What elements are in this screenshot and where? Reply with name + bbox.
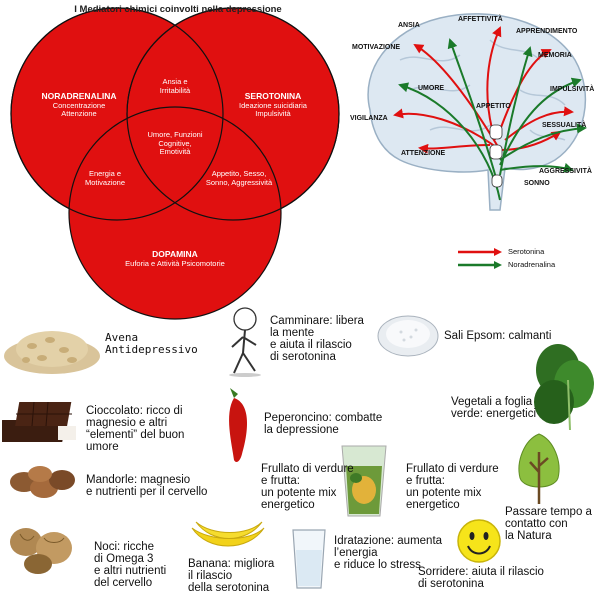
nor-sero-label: Ansia e Irritabilità bbox=[159, 77, 191, 95]
brain-illustration bbox=[367, 13, 587, 211]
chili-pepper-image bbox=[229, 388, 248, 462]
walnuts-image bbox=[10, 528, 72, 574]
banana-caption: Banana: migliora il rilascio della serot… bbox=[188, 558, 275, 594]
brain-label-motivazione: MOTIVAZIONE bbox=[352, 44, 401, 51]
brain-label-sonno: SONNO bbox=[524, 180, 550, 187]
brain-label-ansia: ANSIA bbox=[398, 22, 420, 29]
center-label: Umore, Funzioni Cognitive, Emotività bbox=[147, 130, 203, 157]
green-arrow-icon bbox=[458, 260, 502, 269]
brain-label-impulsivita: IMPULSIVITÀ bbox=[550, 86, 595, 93]
venn-title: I Mediatori chimici coinvolti nella depr… bbox=[74, 4, 282, 15]
legend-serotonina: Serotonina bbox=[458, 247, 544, 256]
brain-label-umore: UMORE bbox=[418, 85, 445, 92]
brain-label-attenzione: ATTENZIONE bbox=[401, 150, 446, 157]
dopamina-desc: Euforia e Attività Psicomotorie bbox=[125, 258, 225, 268]
venn-circles bbox=[10, 7, 340, 320]
oats-image bbox=[4, 331, 100, 374]
chocolate-image bbox=[2, 401, 76, 442]
tree-image bbox=[518, 433, 560, 504]
legend-noradrenalina: Noradrenalina bbox=[458, 260, 555, 269]
dopamina-circle bbox=[68, 106, 282, 320]
dopamina-label: DOPAMINA Euforia e Attività Psicomotorie bbox=[100, 249, 250, 268]
mandorle-caption: Mandorle: magnesio e nutrienti per il ce… bbox=[86, 474, 208, 498]
natura-caption: Passare tempo a contatto con la Natura bbox=[505, 506, 592, 542]
sero-dopa-label: Appetito, Sesso, Sonno, Aggressività bbox=[205, 169, 273, 187]
noradrenalina-label: NORADRENALINA Concentrazione Attenzione bbox=[24, 91, 134, 119]
noradrenalina-desc: Concentrazione Attenzione bbox=[52, 100, 106, 119]
smiley-face-icon bbox=[457, 519, 501, 563]
sorridere-caption: Sorridere: aiuta il rilascio di serotoni… bbox=[418, 566, 544, 590]
noci-caption: Noci: ricche di Omega 3 e altri nutrient… bbox=[94, 541, 167, 589]
brain-label-affettivita: AFFETTIVITÀ bbox=[458, 16, 503, 23]
dopamina-name: DOPAMINA bbox=[152, 249, 198, 259]
nor-dopa-label: Energia e Motivazione bbox=[84, 169, 126, 187]
serotonina-label: SEROTONINA Ideazione suicidiaria Impulsi… bbox=[218, 91, 328, 119]
brain-label-sessualita: SESSUALITÀ bbox=[542, 122, 587, 129]
cioccolato-caption: Cioccolato: ricco di magnesio e altri “e… bbox=[86, 405, 185, 453]
water-glass-image bbox=[292, 529, 326, 589]
almonds-image bbox=[10, 466, 75, 498]
camminare-caption: Camminare: libera la mente e aiuta il ri… bbox=[270, 315, 364, 363]
epsom-salt-image bbox=[377, 315, 439, 357]
idratazione-caption: Idratazione: aumenta l’energia e riduce … bbox=[334, 535, 443, 571]
vegetali-caption: Vegetali a foglia verde: energetici bbox=[451, 396, 537, 420]
leafy-vegetables-image bbox=[534, 344, 594, 431]
frullato1-caption: Frullato di verdure e frutta: un potente… bbox=[261, 463, 354, 511]
red-arrow-icon bbox=[458, 247, 502, 256]
serotonina-desc: Ideazione suicidiaria Impulsività bbox=[239, 100, 307, 119]
avena-caption: Avena Antidepressivo bbox=[105, 331, 198, 356]
brain-label-memoria: MEMORIA bbox=[538, 52, 572, 59]
sali-caption: Sali Epsom: calmanti bbox=[444, 330, 552, 342]
serotonina-name: SEROTONINA bbox=[244, 91, 302, 101]
frullato2-caption: Frullato di verdure e frutta: un potente… bbox=[406, 463, 499, 511]
peperoncino-caption: Peperoncino: combatte la depressione bbox=[264, 412, 383, 436]
brain-label-appetito: APPETITO bbox=[476, 103, 511, 110]
brain-label-apprendimento: APPRENDIMENTO bbox=[516, 28, 578, 35]
legend-noradrenalina-label: Noradrenalina bbox=[508, 260, 556, 269]
walking-figure-image bbox=[229, 307, 261, 377]
brain-label-vigilanza: VIGILANZA bbox=[350, 115, 388, 122]
banana-image bbox=[191, 521, 265, 547]
noradrenalina-name: NORADRENALINA bbox=[41, 91, 117, 101]
brain-label-aggressivita: AGGRESSIVITÀ bbox=[539, 168, 592, 175]
legend-serotonina-label: Serotonina bbox=[508, 247, 545, 256]
smoothie-image bbox=[341, 445, 387, 517]
